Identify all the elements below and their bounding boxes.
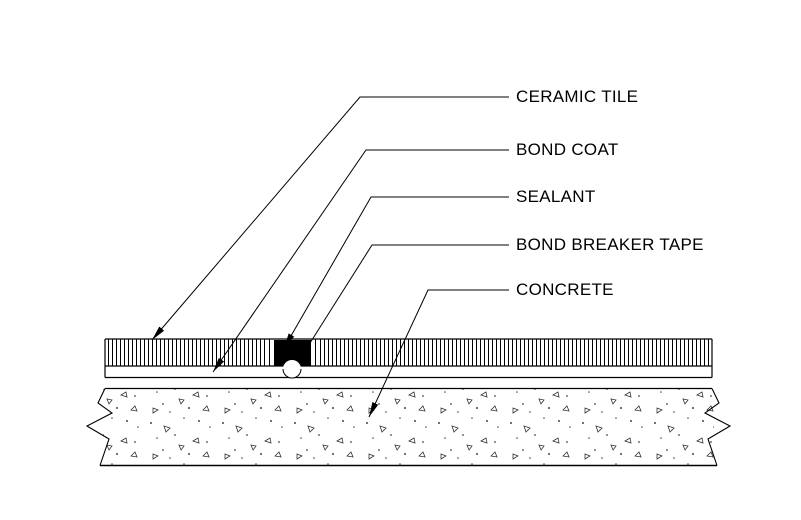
sealant-joint <box>274 340 311 379</box>
label-concrete: CONCRETE <box>516 280 614 299</box>
leader-bond-breaker-tape <box>297 244 509 363</box>
leader-concrete <box>368 289 509 418</box>
concrete-layer <box>85 387 732 467</box>
ceramic-tile-hatch <box>105 339 712 366</box>
break-line-right <box>703 388 732 466</box>
bond-breaker-arc <box>282 368 302 379</box>
break-line-left <box>85 388 114 466</box>
concrete-stipple <box>103 389 714 465</box>
backer-rod <box>283 360 301 378</box>
label-bond-coat: BOND COAT <box>516 140 619 159</box>
tile-layer <box>105 339 712 366</box>
label-sealant: SEALANT <box>516 187 596 206</box>
label-ceramic-tile: CERAMIC TILE <box>516 87 639 106</box>
layer-boundary-lines <box>104 338 713 379</box>
leader-sealant <box>283 196 509 349</box>
label-bond-breaker-tape: BOND BREAKER TAPE <box>516 235 704 254</box>
leader-ceramic-tile <box>151 96 509 341</box>
leader-bond-coat <box>212 149 509 373</box>
leader-lines <box>151 96 509 418</box>
